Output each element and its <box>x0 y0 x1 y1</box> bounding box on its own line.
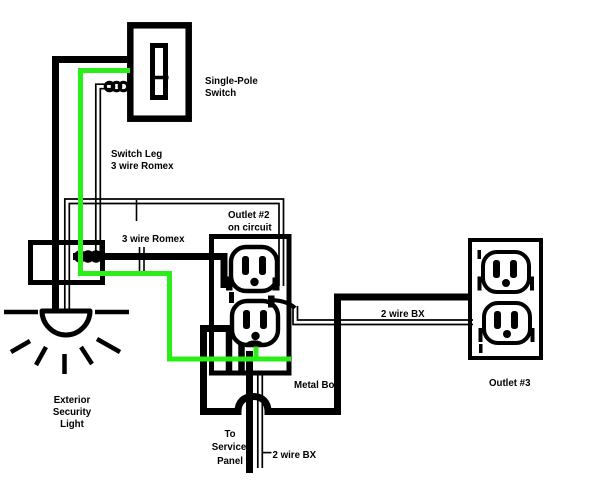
label-outlet3: Outlet #3 <box>489 378 531 389</box>
thick-wires <box>52 56 297 473</box>
label-switch-leg: 3 wire Romex <box>111 161 174 172</box>
label-2-wire-bx-right: 2 wire BX <box>381 309 425 320</box>
outlet-ground-hole-icon <box>251 331 260 341</box>
switch-feed-wire <box>52 56 130 313</box>
label-exterior-security-light: Light <box>60 419 84 430</box>
outlet-slot-icon <box>494 311 501 329</box>
outlet-slot-icon <box>259 256 266 275</box>
light-rays-icon <box>4 309 129 374</box>
romex-3wire-cable-outer <box>63 198 285 311</box>
ground-wire <box>78 68 291 362</box>
ground-screw-icon <box>246 340 263 348</box>
outlet-slot-icon <box>493 260 500 278</box>
outlet3-mounting-ears <box>477 250 535 353</box>
label-to-service-panel: Service <box>212 442 247 453</box>
label-outlet2: Outlet #2 <box>228 210 269 221</box>
label-single-pole-switch: Single-Pole <box>205 76 258 87</box>
outlet-slot-icon <box>242 256 249 275</box>
outlet-slot-icon <box>510 260 517 278</box>
label-to-service-panel: To <box>224 429 235 440</box>
outlet-slot-icon <box>243 310 250 329</box>
outlet-slot-icon <box>260 310 267 329</box>
thin-cables <box>63 83 473 468</box>
romex-3wire-cable-inner <box>68 202 280 311</box>
outlet-ground-hole-icon <box>502 279 510 287</box>
label-metal-box: Metal Box <box>294 380 340 391</box>
outlet-slot-icon <box>511 311 518 329</box>
light-dome-icon <box>39 308 93 338</box>
light-junction-box <box>28 240 105 285</box>
labels: Single-Pole Switch Switch Leg 3 wire Rom… <box>53 76 531 467</box>
ground-wire-main-run <box>78 68 291 362</box>
outlet2-mounting-ears <box>226 276 280 308</box>
label-switch-leg: Switch Leg <box>111 149 162 160</box>
label-exterior-security-light: Exterior <box>54 395 91 406</box>
label-exterior-security-light: Security <box>53 407 92 418</box>
switch-cable-connector-coil <box>117 80 130 93</box>
label-2-wire-bx-bottom: 2 wire BX <box>273 450 317 461</box>
outlet-ground-hole-icon <box>503 330 511 338</box>
exterior-security-light <box>4 308 129 374</box>
light-to-outlet2-wire <box>73 253 228 288</box>
bx-2wire-cable-top-line <box>296 306 473 321</box>
receptacles <box>226 244 535 353</box>
label-outlet2: on circuit <box>228 223 272 234</box>
label-to-service-panel: Panel <box>217 456 243 467</box>
outlet2-to-bx-elbow <box>272 298 297 310</box>
outlet-ground-hole-icon <box>250 277 259 287</box>
label-3-wire-romex: 3 wire Romex <box>122 234 185 245</box>
switch-leg-cable-inner <box>99 87 112 253</box>
label-single-pole-switch: Switch <box>205 88 236 99</box>
bx-2wire-cable-bottom-line <box>292 306 473 326</box>
switch-toggle-icon <box>150 43 168 100</box>
